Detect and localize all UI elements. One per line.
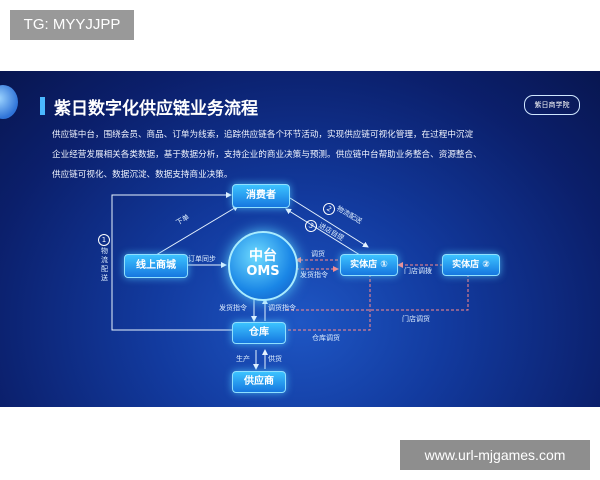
oms-label-cn: 中台 (249, 248, 277, 264)
description-line: 供应链可视化、数据沉淀、数据支持商业决策。 (52, 170, 233, 180)
description-line: 供应链中台，围绕会员、商品、订单为线索，追踪供应链各个环节活动，实现供应链可视化… (52, 130, 474, 140)
brand-logo: 紫日商学院 (524, 95, 580, 115)
warehouse-node: 仓库 (232, 322, 286, 344)
consumer-node: 消费者 (232, 184, 290, 208)
logistics-loop (111, 192, 232, 331)
store-transfer2-label: 门店调货 (402, 315, 430, 323)
slide-title: 紫日数字化供应链业务流程 (54, 99, 258, 119)
store-delivery-line (289, 197, 369, 248)
store-transfer-label: 门店调拨 (404, 267, 432, 275)
produce-label: 生产 (236, 355, 250, 363)
description-line: 企业经营发展相关各类数据，基于数据分析，支持企业的商业决策与预测。供应链中台帮助… (52, 150, 482, 160)
process-slide: 紫日数字化供应链业务流程 紫日商学院 供应链中台，围绕会员、商品、订单为线索，追… (0, 71, 600, 407)
watermark: www.url-mjgames.com (400, 440, 590, 470)
store-1-node: 实体店 ① (340, 254, 398, 276)
store-2-node: 实体店 ② (442, 254, 500, 276)
ship-command-warehouse-label: 发货指令 (219, 304, 247, 312)
warehouse-transfer-label: 仓库调货 (312, 334, 340, 342)
order-place-line (155, 205, 239, 256)
store-transfer2-line (285, 274, 469, 311)
logistics-label: 物流配送 (101, 247, 108, 282)
transfer-goods-label: 调货 (311, 250, 325, 258)
slide-description: 供应链中台，围绕会员、商品、订单为线索，追踪供应链各个环节活动，实现供应链可视化… (52, 125, 562, 185)
transfer-command-label: 调货指令 (268, 304, 296, 312)
flow-connectors (111, 192, 469, 370)
supplier-node: 供应商 (232, 371, 286, 393)
ship-command-store-label: 发货指令 (300, 271, 328, 279)
wh-transfer-line (286, 274, 371, 331)
online-mall-node: 线上商城 (124, 254, 188, 278)
title-accent-bar (40, 97, 45, 115)
order-sync-label: 订单同步 (188, 255, 216, 263)
oms-label-en: OMS (246, 264, 280, 279)
decor-orb (0, 85, 18, 119)
store-pickup-line (285, 208, 361, 256)
supply-label: 供货 (268, 355, 282, 363)
oms-hub-node: 中台 OMS (228, 231, 298, 301)
logistics-number-badge: 1 (98, 234, 110, 246)
tg-tag: TG: MYYJJPP (10, 10, 134, 40)
